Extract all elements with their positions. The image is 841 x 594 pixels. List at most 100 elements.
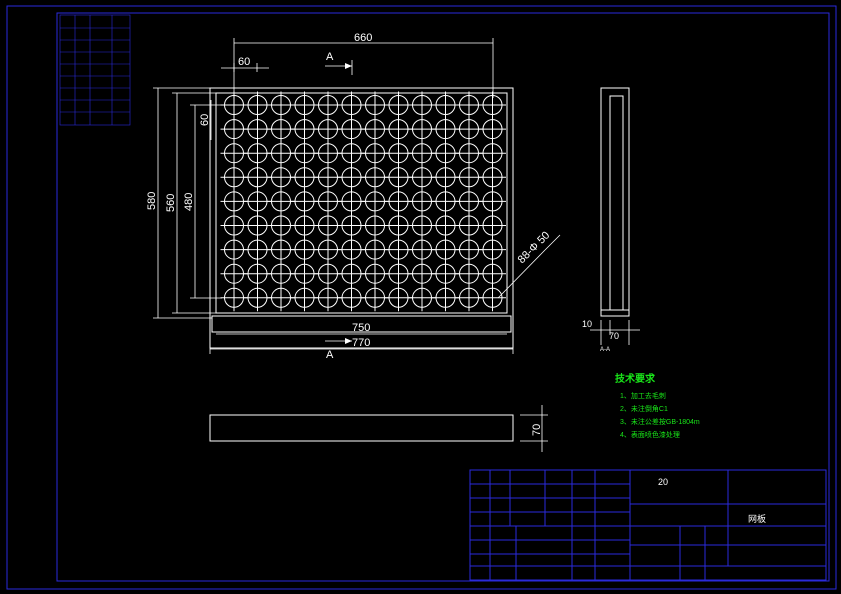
hole <box>220 187 248 215</box>
hole <box>455 139 483 167</box>
hole <box>455 212 483 239</box>
hole <box>314 187 342 215</box>
hole <box>220 236 248 264</box>
hole <box>408 260 436 288</box>
hole <box>267 284 295 312</box>
hole <box>385 139 412 167</box>
hole <box>408 212 436 239</box>
front-view <box>209 405 548 452</box>
hole <box>479 284 506 312</box>
hole <box>479 260 506 288</box>
tech-notes-title: 技术要求 <box>615 372 656 385</box>
hole <box>267 236 295 264</box>
hole <box>244 236 271 264</box>
hole <box>291 91 318 119</box>
hole <box>244 260 271 288</box>
hole <box>479 115 506 143</box>
hole <box>361 236 389 264</box>
dim-inner-height: 560 <box>165 194 177 212</box>
revision-table <box>59 14 131 126</box>
hole <box>385 212 412 239</box>
hole <box>361 212 389 239</box>
hole <box>267 260 295 288</box>
section-mark-bottom: A <box>326 349 334 361</box>
dim-inner-width: 750 <box>352 322 370 334</box>
hole-grid <box>220 91 506 312</box>
hole <box>291 187 318 215</box>
hole <box>385 236 412 264</box>
hole <box>385 260 412 288</box>
hole <box>314 284 342 312</box>
hole <box>361 91 389 119</box>
hole <box>314 236 342 264</box>
hole <box>432 91 459 119</box>
hole <box>291 139 318 167</box>
hole <box>432 212 459 239</box>
section-mark-top: A <box>326 51 334 63</box>
hole <box>267 91 295 119</box>
hole <box>455 187 483 215</box>
hole <box>314 115 342 143</box>
hole <box>455 236 483 264</box>
plate-inner <box>215 92 508 314</box>
hole <box>408 139 436 167</box>
hole <box>314 91 342 119</box>
hole <box>338 115 365 143</box>
hole <box>385 284 412 312</box>
hole <box>291 260 318 288</box>
hole <box>244 91 271 119</box>
hole <box>338 139 365 167</box>
hole <box>244 139 271 167</box>
hole <box>338 212 365 239</box>
dimension-lines <box>153 38 561 354</box>
outer-frame <box>6 5 837 590</box>
hole <box>455 284 483 312</box>
hole <box>338 163 365 191</box>
hole <box>455 115 483 143</box>
tech-note-2: 2、未注倒角C1 <box>620 404 668 413</box>
hole <box>314 260 342 288</box>
plate-outer <box>209 87 514 349</box>
hole <box>220 163 248 191</box>
hole <box>291 163 318 191</box>
tech-note-3: 3、未注公差按GB-1804m <box>620 417 700 426</box>
title-block <box>469 469 827 581</box>
dim-bottom-height: 70 <box>531 424 543 436</box>
hole <box>314 212 342 239</box>
hole <box>244 187 271 215</box>
hole <box>267 163 295 191</box>
hole <box>455 163 483 191</box>
hole <box>385 91 412 119</box>
hole <box>408 115 436 143</box>
hole <box>220 115 248 143</box>
hole <box>432 260 459 288</box>
hole <box>432 139 459 167</box>
hole <box>338 91 365 119</box>
hole <box>244 115 271 143</box>
hole <box>338 260 365 288</box>
hole <box>408 284 436 312</box>
dim-height-holes: 480 <box>183 193 195 211</box>
hole <box>314 139 342 167</box>
hole <box>455 91 483 119</box>
tech-note-1: 1、加工去毛刺 <box>620 391 666 400</box>
hole <box>479 139 506 167</box>
hole <box>267 139 295 167</box>
hole <box>220 284 248 312</box>
hole <box>338 284 365 312</box>
hole <box>479 91 506 119</box>
dim-pitch-y: 60 <box>199 114 211 126</box>
hole <box>291 212 318 239</box>
hole <box>267 115 295 143</box>
dim-outer-height: 580 <box>146 192 158 210</box>
hole <box>432 236 459 264</box>
hole <box>432 187 459 215</box>
hole <box>291 115 318 143</box>
hole <box>267 212 295 239</box>
hole <box>432 115 459 143</box>
hole <box>479 163 506 191</box>
dim-side-width: 70 <box>609 331 619 341</box>
hole <box>479 187 506 215</box>
